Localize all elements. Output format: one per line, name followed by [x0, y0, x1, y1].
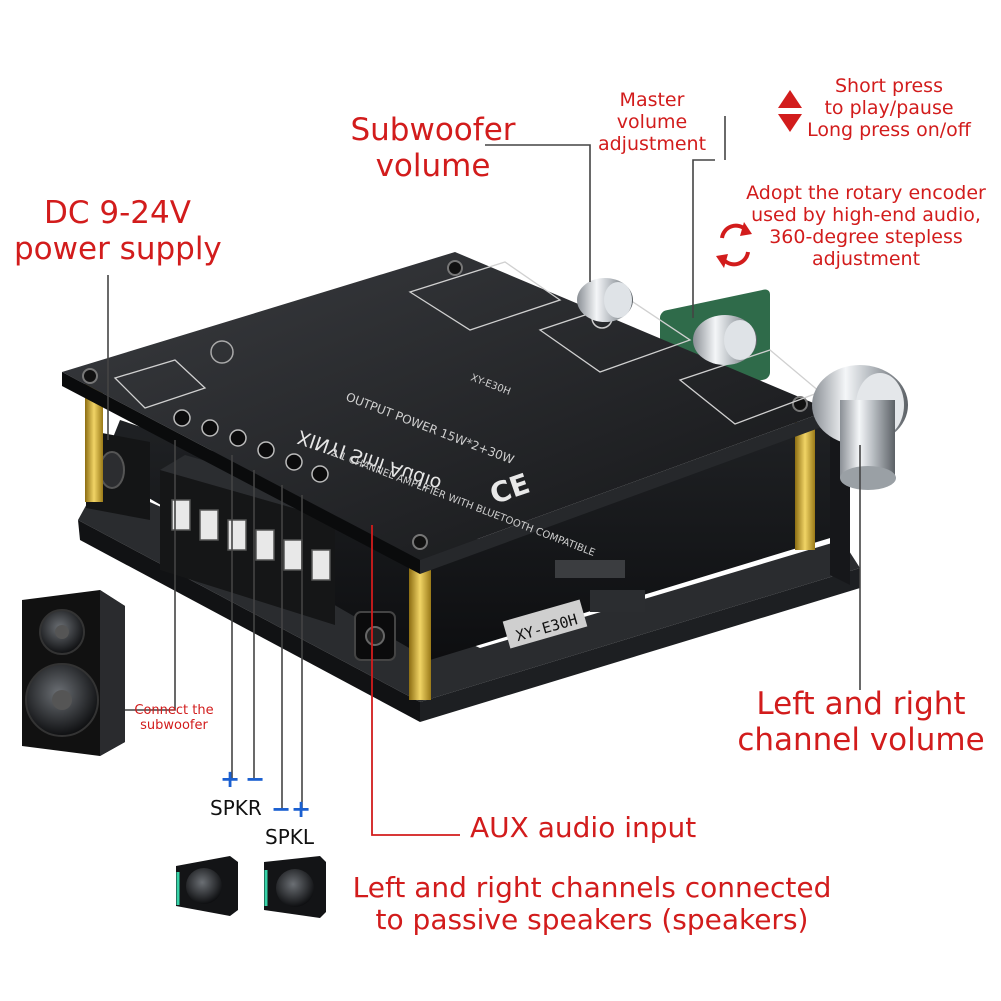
aux-leader-line	[371, 525, 460, 836]
master-volume-label: Master volume adjustment	[592, 89, 712, 156]
master-volume-line2: volume	[616, 110, 688, 133]
subwoofer-volume-line2: volume	[375, 147, 491, 184]
lr-volume-line1: Left and right	[756, 686, 966, 722]
dc-power-label: DC 9-24V power supply	[14, 195, 222, 267]
brass-standoffs	[85, 382, 815, 700]
encoder-info-line3: 360-degree stepless	[769, 225, 963, 248]
dc-power-line1: DC 9-24V	[44, 195, 191, 231]
volume-knobs	[577, 278, 908, 490]
encoder-info-line4: adjustment	[811, 247, 921, 270]
lr-volume-line2: channel volume	[737, 721, 985, 758]
encoder-info-line1: Adopt the rotary encoder	[746, 182, 986, 204]
press-info-line3: Long press on/off	[807, 118, 971, 141]
encoder-info-line2: used by high-end audio,	[751, 203, 981, 226]
spkl-label: SPKL	[265, 825, 315, 849]
press-info-line1: Short press	[835, 75, 943, 97]
aux-input-label: AUX audio input	[470, 811, 697, 844]
passive-speakers-line2: to passive speakers (speakers)	[375, 903, 809, 937]
passive-speakers-line1: Left and right channels connected	[352, 871, 832, 904]
connect-subwoofer-line1: Connect the	[134, 703, 214, 718]
subwoofer-volume-label: Subwoofer volume	[348, 112, 518, 184]
spkl-plus-sign: +	[291, 795, 312, 823]
connect-subwoofer-label: Connect the subwoofer	[126, 703, 222, 734]
lr-volume-label: Left and right channel volume	[735, 686, 987, 758]
spkr-label: SPKR	[210, 796, 262, 820]
connect-subwoofer-line2: subwoofer	[140, 717, 208, 733]
passive-speakers-image	[176, 856, 326, 918]
spkr-plus-sign: +	[220, 765, 241, 793]
subwoofer-volume-line1: Subwoofer	[350, 112, 516, 148]
leader-lines	[107, 116, 861, 810]
master-volume-line3: adjustment	[597, 132, 707, 155]
encoder-info-label: Adopt the rotary encoder used by high-en…	[738, 182, 994, 270]
up-down-arrows-icon	[778, 90, 802, 132]
press-info-label: Short press to play/pause Long press on/…	[800, 75, 978, 142]
master-volume-line1: Master	[619, 89, 685, 111]
dc-power-line2: power supply	[14, 230, 222, 267]
top-plate: XINYI Sini Audio 2.1 CHANNEL AMPLIFIER W…	[62, 252, 830, 574]
press-info-line2: to play/pause	[824, 96, 954, 119]
spkl-minus-sign: −	[271, 795, 292, 823]
passive-speakers-label: Left and right channels connected to pas…	[332, 871, 852, 937]
spkr-minus-sign: −	[245, 765, 266, 793]
subwoofer-speaker-image	[22, 590, 125, 756]
